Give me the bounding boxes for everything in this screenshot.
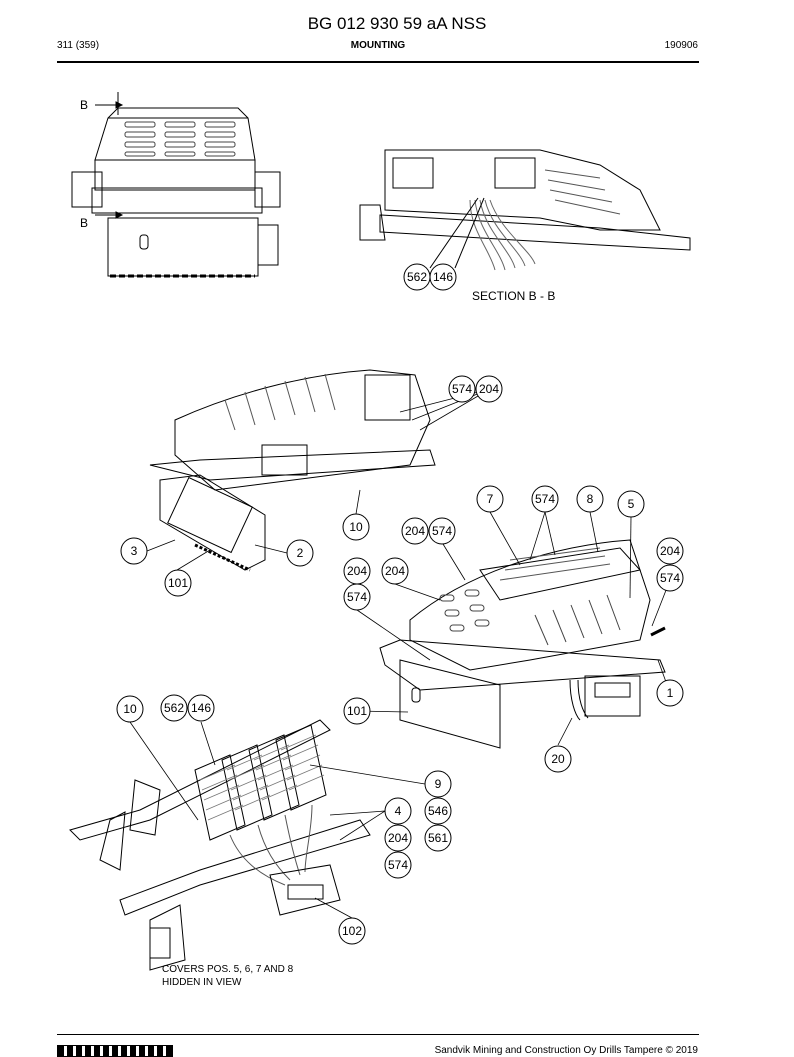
callout-4: 4: [395, 804, 402, 818]
callout-10: 10: [349, 520, 363, 534]
section-marker-bottom: B: [80, 216, 89, 230]
callout-5: 5: [628, 497, 635, 511]
hidden-covers-note: COVERS POS. 5, 6, 7 AND 8 HIDDEN IN VIEW: [162, 963, 293, 989]
section-title: MOUNTING: [350, 40, 406, 51]
footer-copyright: Sandvik Mining and Construction Oy Drill…: [434, 1045, 698, 1056]
callout-3: 3: [131, 544, 138, 558]
callout-10: 10: [123, 702, 137, 716]
frame-view: [69, 719, 371, 971]
callout-574: 574: [347, 590, 367, 604]
footer-rule: [57, 1034, 699, 1035]
leader-lines: [129, 388, 671, 919]
callout-9: 9: [435, 777, 442, 791]
upper-assembly-view: [149, 369, 436, 572]
header-rule: [57, 61, 699, 63]
callout-101: 101: [347, 704, 367, 718]
callout-204: 204: [347, 564, 367, 578]
callout-574: 574: [388, 858, 408, 872]
callout-204: 204: [479, 382, 499, 396]
callout-574: 574: [452, 382, 472, 396]
front-view: [71, 92, 281, 278]
callout-561: 561: [428, 831, 448, 845]
callout-574: 574: [660, 571, 680, 585]
note-line-2: HIDDEN IN VIEW: [162, 977, 242, 988]
callout-204: 204: [385, 564, 405, 578]
section-label: SECTION B - B: [472, 289, 556, 303]
callout-562: 562: [407, 270, 427, 284]
callout-204: 204: [388, 831, 408, 845]
callout-8: 8: [587, 492, 594, 506]
section-marker-top: B: [80, 98, 89, 112]
brand-logo: [57, 1045, 173, 1057]
callout-bubbles: [116, 263, 684, 945]
document-title: BG 012 930 59 aA NSS: [307, 14, 487, 33]
callout-146: 146: [433, 270, 453, 284]
callout-546: 546: [428, 804, 448, 818]
lower-assembly-view: [379, 539, 666, 749]
page-number: 311 (359): [57, 40, 100, 51]
document-date: 190906: [664, 40, 698, 51]
section-b-b-view: [359, 149, 691, 271]
note-line-1: COVERS POS. 5, 6, 7 AND 8: [162, 964, 294, 975]
callout-102: 102: [342, 924, 362, 938]
callout-562: 562: [164, 701, 184, 715]
callout-1: 1: [667, 686, 674, 700]
callout-204: 204: [405, 524, 425, 538]
callout-labels: 562 146 574 204 7 574 8 5 10 204 574 3 2…: [123, 270, 680, 938]
callout-7: 7: [487, 492, 494, 506]
callout-20: 20: [551, 752, 565, 766]
callout-2: 2: [297, 546, 304, 560]
callout-574: 574: [535, 492, 555, 506]
callout-204: 204: [660, 544, 680, 558]
callout-574: 574: [432, 524, 452, 538]
callout-101: 101: [168, 576, 188, 590]
callout-146: 146: [191, 701, 211, 715]
